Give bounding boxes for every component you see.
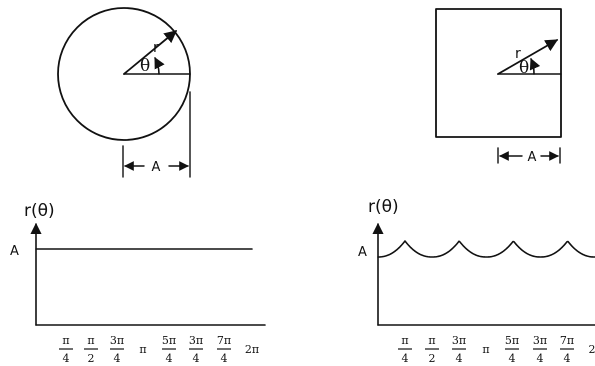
right-graph-tick-2: π2 (425, 334, 439, 365)
left-graph-tick-label: 5π (162, 334, 176, 347)
right-graph-tick-denominator: 4 (402, 352, 409, 365)
circle-diagram: r θ A (57, 7, 191, 178)
left-graph-tick-label: 3π (189, 334, 203, 347)
left-graph-tick-denominator: 4 (166, 352, 173, 365)
circle-width-label: A (152, 160, 161, 175)
square-angle-arc (529, 57, 541, 75)
right-graph-tick-5: 5π4 (505, 334, 519, 365)
left-graph-tick-8: 2π (245, 343, 259, 356)
left-graph-level-label: A (10, 244, 19, 259)
square-r-label: r (515, 46, 521, 62)
right-graph-tick-6: 3π4 (533, 334, 547, 365)
right-graph-tick-3: 3π4 (452, 334, 466, 365)
square-radius-arrow (497, 39, 559, 75)
right-graph-tick-4: π (482, 343, 489, 356)
square-shape (435, 8, 562, 138)
left-graph-tick-3: 3π4 (110, 334, 124, 365)
right-graph-tick-label: π (428, 334, 435, 347)
left-graph-y-label: r(θ) (24, 201, 55, 221)
right-graph-tick-denominator: 4 (564, 352, 571, 365)
right-graph-tick-label: 5π (505, 334, 519, 347)
right-graph-tick-label: 3π (452, 334, 466, 347)
circle-theta-label: θ (140, 56, 150, 76)
square-theta-label: θ (519, 58, 529, 78)
right-graph-tick-1: π4 (398, 334, 412, 365)
circle-r-label: r (153, 40, 159, 56)
right-graph-level-label: A (358, 245, 367, 260)
right-graph-tick-label: 7π (560, 334, 574, 347)
right-graph-tick-label: π (401, 334, 408, 347)
circle-radius-arrow (123, 30, 177, 75)
right-graph-tick-label: 2 (589, 343, 595, 356)
left-graph-tick-denominator: 4 (63, 352, 70, 365)
left-graph-tick-label: π (139, 343, 146, 356)
right-graph-tick-denominator: 4 (537, 352, 544, 365)
left-graph-tick-2: π2 (84, 334, 98, 365)
left-graph-tick-label: 3π (110, 334, 124, 347)
right-graph-y-label: r(θ) (368, 197, 399, 217)
left-graph-tick-label: 7π (217, 334, 231, 347)
right-graph-tick-7: 7π4 (560, 334, 574, 365)
square-width-label: A (528, 150, 537, 165)
left-graph-tick-7: 7π4 (217, 334, 231, 365)
right-graph-tick-8: 2 (589, 343, 595, 356)
left-graph-tick-1: π4 (59, 334, 73, 365)
square-diagram: r θ A (435, 8, 562, 165)
left-graph-tick-label: π (87, 334, 94, 347)
left-graph-tick-label: 2π (245, 343, 259, 356)
left-graph-tick-label: π (62, 334, 69, 347)
left-graph-tick-6: 3π4 (189, 334, 203, 365)
left-graph-tick-denominator: 4 (193, 352, 200, 365)
circle-angle-arc (154, 57, 165, 75)
left-graph-tick-denominator: 4 (221, 352, 228, 365)
left-graph-tick-denominator: 4 (114, 352, 121, 365)
right-graph-tick-denominator: 2 (429, 352, 436, 365)
right-graph-tick-denominator: 4 (509, 352, 516, 365)
right-graph-tick-label: π (482, 343, 489, 356)
left-graph-tick-4: π (139, 343, 146, 356)
left-graph-tick-denominator: 2 (88, 352, 95, 365)
right-graph-scalloped-curve (377, 240, 595, 258)
right-graph-tick-denominator: 4 (456, 352, 463, 365)
right-graph-tick-label: 3π (533, 334, 547, 347)
left-graph-tick-5: 5π4 (162, 334, 176, 365)
